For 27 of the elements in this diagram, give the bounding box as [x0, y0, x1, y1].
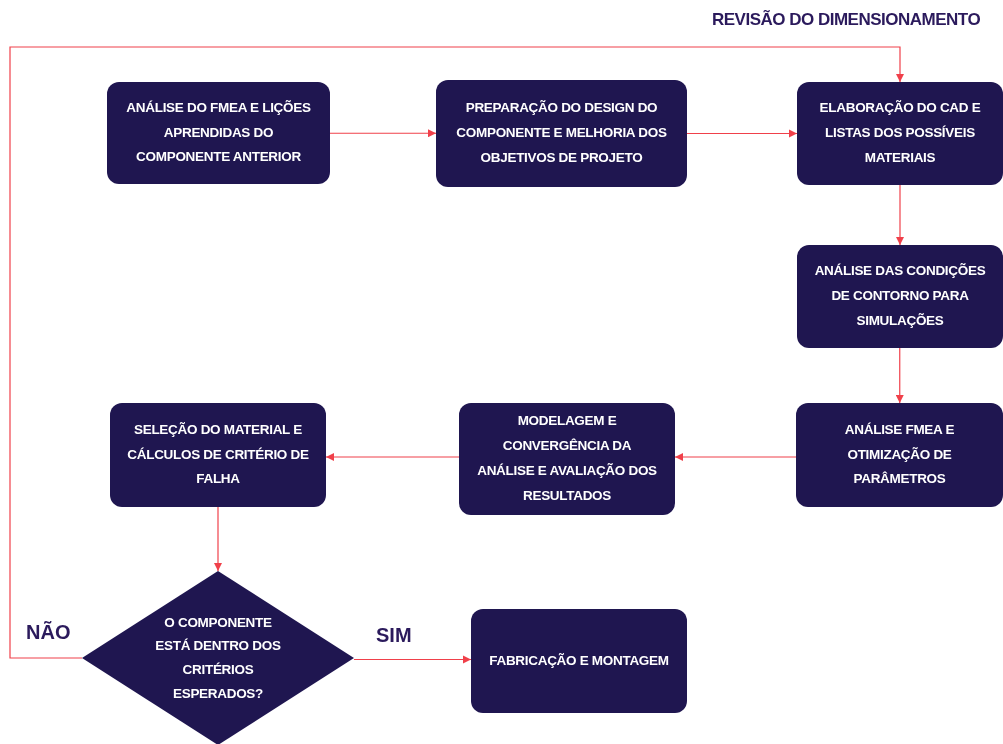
- arrow: [353, 655, 472, 664]
- box-text: MODELAGEM E CONVERGÊNCIA DA ANÁLISE E AVALIAÇÃO DOS RESULTADOS: [476, 412, 658, 505]
- box-text: O COMPONENTE ESTÁ DENTRO DOS CRITÉRIOS ESPERADOS?: [154, 613, 282, 703]
- box-text: ANÁLISE FMEA E OTIMIZAÇÃO DE PARÂMETROS: [843, 420, 956, 489]
- arrow: [895, 184, 905, 246]
- process-box: [796, 403, 1003, 507]
- box-text: PREPARAÇÃO DO DESIGN DO COMPONENTE E MELHORIA DOS OBJETIVOS DE PROJETO: [455, 99, 668, 167]
- arrow: [9, 46, 905, 659]
- decision-diamond: [82, 571, 354, 744]
- box-text: FABRICAÇÃO E MONTAGEM: [489, 651, 669, 670]
- box-text: ANÁLISE DAS CONDIÇÕES DE CONTORNO PARA SIMULAÇÕES: [813, 262, 987, 330]
- arrow: [686, 129, 798, 138]
- process-box: [471, 609, 687, 713]
- process-box: [110, 403, 326, 507]
- process-box: [107, 82, 330, 184]
- box-text: SELEÇÃO DO MATERIAL E CÁLCULOS DE CRITÉRIO DE FALHA: [126, 420, 310, 489]
- box-text: ANÁLISE DO FMEA E LIÇÕES APRENDIDAS DO COMPONENTE ANTERIOR: [125, 98, 312, 167]
- process-box: [436, 80, 687, 187]
- process-box: [797, 245, 1003, 348]
- box-text: ELABORAÇÃO DO CAD E LISTAS DOS POSSÍVEIS MATERIAIS: [818, 99, 982, 167]
- arrow: [329, 129, 437, 138]
- arrow: [895, 347, 904, 404]
- process-box: [797, 82, 1003, 185]
- arrow: [213, 506, 223, 572]
- arrow: [325, 452, 460, 462]
- arrow: [674, 452, 797, 462]
- process-box: [459, 403, 675, 515]
